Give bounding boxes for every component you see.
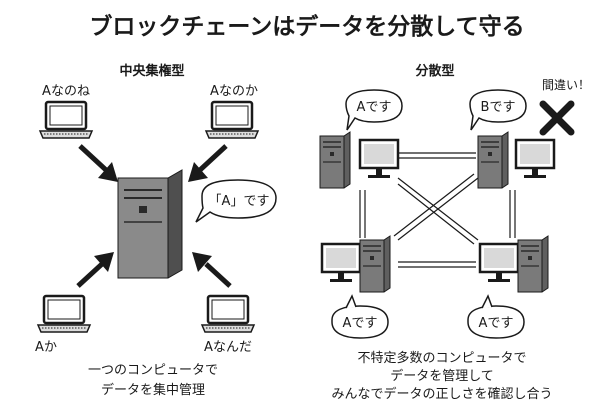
arrow-icon — [192, 252, 232, 288]
network-links — [359, 152, 516, 268]
client-label-top-right: Aなのか — [210, 84, 258, 99]
node-bubble-text-top-right: Bです — [481, 100, 516, 115]
arrow-icon — [76, 252, 114, 288]
laptop-icon — [36, 294, 92, 334]
client-label-bottom-left: Aか — [35, 340, 57, 355]
arrow-icon — [188, 144, 228, 182]
server-speech-bubble: 「A」です — [195, 179, 277, 223]
arrow-icon — [78, 144, 118, 182]
client-label-bottom-right: Aなんだ — [204, 340, 252, 355]
laptop-icon — [38, 100, 94, 140]
node-speech-bubble: Aです — [467, 294, 525, 339]
centralized-heading: 中央集権型 — [119, 63, 184, 79]
page-title: ブロックチェーンはデータを分散して守る — [89, 13, 524, 40]
node-bubble-text-bottom-left: Aです — [343, 316, 378, 331]
error-label: 間違い！ — [542, 78, 590, 92]
cross-icon — [539, 100, 575, 136]
distributed-caption-line-2: データを管理して — [390, 368, 494, 384]
node-speech-bubble: Bです — [469, 89, 527, 131]
node-bubble-text-bottom-right: Aです — [479, 316, 514, 331]
server-tower-icon — [477, 131, 509, 189]
monitor-icon — [514, 138, 556, 180]
server-bubble-text: 「A」です — [209, 194, 270, 209]
server-tower-icon — [319, 131, 351, 189]
node-speech-bubble: Aです — [331, 294, 389, 339]
centralized-caption-line-1: 一つのコンピュータで — [88, 363, 218, 378]
monitor-icon — [358, 138, 400, 180]
client-label-top-left: Aなのね — [42, 84, 90, 99]
centralized-caption-line-2: データを集中管理 — [101, 382, 205, 398]
distributed-caption-line-1: 不特定多数のコンピュータで — [357, 350, 526, 366]
laptop-icon — [200, 294, 256, 334]
node-bubble-text-top-left: Aです — [357, 100, 392, 115]
server-tower-icon — [117, 169, 183, 279]
server-tower-icon — [359, 235, 391, 293]
distributed-caption-line-3: みんなでデータの正しさを確認し合う — [331, 386, 552, 402]
monitor-icon — [478, 242, 520, 284]
distributed-heading: 分散型 — [415, 63, 454, 79]
monitor-icon — [320, 242, 362, 284]
laptop-icon — [204, 100, 260, 140]
server-tower-icon — [517, 235, 549, 293]
node-speech-bubble: Aです — [345, 89, 403, 131]
